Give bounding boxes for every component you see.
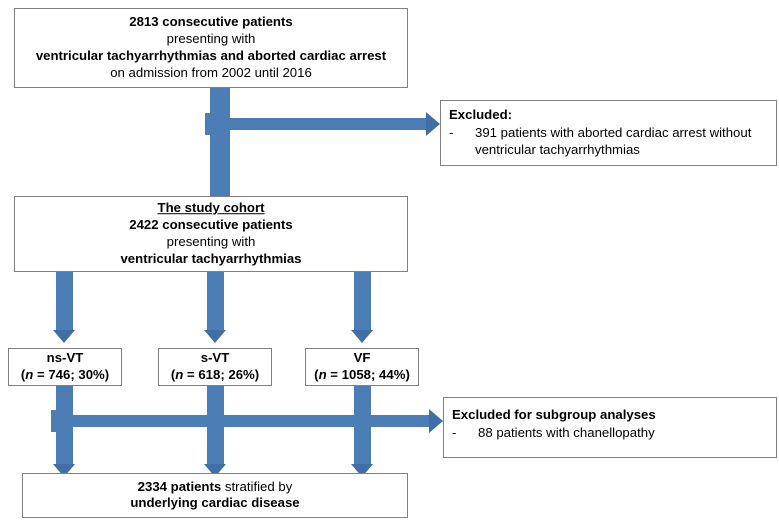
- arrow-exclude1-stem: [210, 118, 428, 130]
- arrow-cohort-to-nsvt-head: [53, 330, 75, 343]
- study-cohort-line2: 2422 consecutive patients: [129, 217, 293, 233]
- arrow-exclude1-head: [426, 112, 440, 136]
- arrow-exclude2-stem: [56, 415, 431, 427]
- final-cohort-box: 2334 patients stratified by underlying c…: [22, 473, 408, 518]
- subgroup-svt-count: (n = 618; 26%): [159, 367, 271, 384]
- study-cohort-line1: The study cohort: [157, 200, 265, 216]
- arrow-cohort-to-svt-head: [204, 330, 226, 343]
- subgroup-box-vf: VF (n = 1058; 44%): [305, 348, 419, 386]
- excluded-1-item-row: - 391 patients with aborted cardiac arres…: [449, 124, 770, 159]
- arrow-cohort-to-nsvt-stem: [56, 272, 73, 332]
- excluded-box-1: Excluded: - 391 patients with aborted car…: [440, 100, 777, 166]
- subgroup-nsvt-label: ns-VT: [46, 350, 84, 366]
- arrow-cohort-to-vf-stem: [354, 272, 371, 332]
- study-cohort-box: The study cohort 2422 consecutive patien…: [14, 196, 408, 272]
- subgroup-vf-count: (n = 1058; 44%): [306, 367, 418, 384]
- arrow-cohort-to-vf-head: [351, 330, 373, 343]
- subgroup-nsvt-count: (n = 746; 30%): [9, 367, 121, 384]
- subgroup-vf-label: VF: [353, 350, 371, 366]
- initial-cohort-box: 2813 consecutive patients presenting wit…: [14, 8, 408, 88]
- subgroup-box-svt: s-VT (n = 618; 26%): [158, 348, 272, 386]
- study-cohort-line4: ventricular tachyarrhythmias: [120, 250, 302, 266]
- subgroup-svt-label: s-VT: [200, 350, 230, 366]
- subgroup-nsvt-paren-open: (: [20, 367, 26, 382]
- arrow-cohort-to-svt-stem: [207, 272, 224, 332]
- initial-cohort-line4: on admission from 2002 until 2016: [110, 64, 312, 80]
- final-line1: 2334 patients stratified by: [23, 479, 407, 496]
- subgroup-nsvt-n-value: = 746; 30%): [33, 367, 110, 382]
- initial-cohort-line1: 2813 consecutive patients: [129, 14, 293, 30]
- excluded-2-item-row: - 88 patients with chanellopathy: [452, 424, 770, 442]
- subgroup-nsvt-n-symbol: n: [25, 367, 34, 382]
- excluded-box-2: Excluded for subgroup analyses - 88 patie…: [443, 397, 777, 458]
- excluded-2-item: 88 patients with chanellopathy: [478, 424, 655, 440]
- final-line1-count: 2334 patients: [137, 478, 222, 494]
- excluded-2-heading: Excluded for subgroup analyses: [452, 407, 656, 422]
- excluded-2-dash: -: [452, 424, 457, 440]
- final-line1-rest: stratified by: [221, 478, 293, 494]
- excluded-1-heading: Excluded:: [449, 107, 513, 123]
- subgroup-vf-n-symbol: n: [318, 367, 327, 382]
- subgroup-svt-paren-open: (: [170, 367, 176, 382]
- initial-cohort-line2: presenting with: [166, 31, 256, 47]
- excluded-1-dash: -: [449, 124, 454, 140]
- subgroup-box-nsvt: ns-VT (n = 746; 30%): [8, 348, 122, 386]
- subgroup-svt-n-symbol: n: [175, 367, 184, 382]
- initial-cohort-line3: ventricular tachyarrhythmias and aborted…: [35, 48, 387, 63]
- subgroup-svt-n-value: = 618; 26%): [183, 367, 260, 382]
- arrow-exclude2-tail: [51, 410, 57, 432]
- final-line2: underlying cardiac disease: [130, 495, 300, 511]
- subgroup-vf-paren-open: (: [314, 367, 319, 382]
- study-cohort-line3: presenting with: [166, 234, 256, 249]
- subgroup-vf-n-value: = 1058; 44%): [326, 367, 410, 382]
- arrow-exclude2-head: [429, 409, 443, 433]
- arrow-exclude1-tail: [205, 113, 211, 135]
- excluded-1-item: 391 patients with aborted cardiac arrest…: [475, 124, 752, 158]
